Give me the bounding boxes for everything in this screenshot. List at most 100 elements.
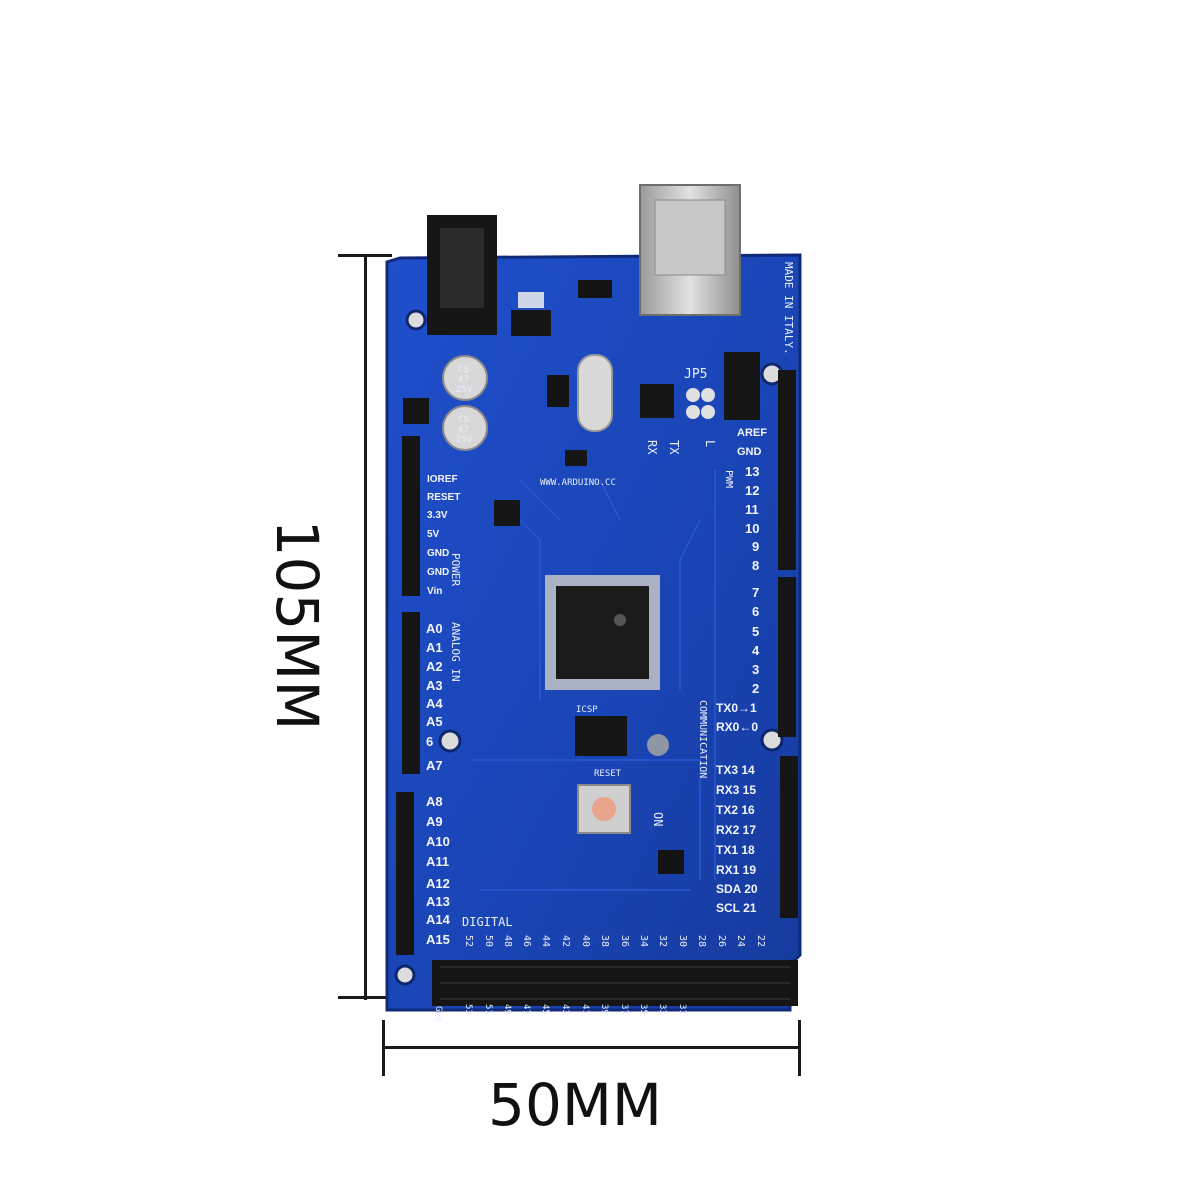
pin-label: 11	[745, 502, 759, 517]
communication-section-label: COMMUNICATION	[697, 700, 708, 778]
pin-label: 46	[521, 935, 532, 947]
electrolytic-capacitor: CS 47 25V	[442, 355, 488, 401]
analog-pin-labels: A0 A1 A2 A3 A4 A5 6 A7 A8 A9 A10 A11 A12…	[426, 621, 451, 947]
pwm-header-2	[778, 577, 796, 737]
pin-label: 41	[580, 1004, 590, 1015]
pin-label: A12	[426, 876, 450, 891]
pin-label: 24	[735, 935, 746, 947]
pin-label: A0	[426, 621, 443, 636]
pin-label: RESET	[427, 492, 460, 503]
pin-label: A7	[426, 758, 443, 773]
pin-label: 44	[540, 935, 551, 947]
reset-button-cap	[592, 797, 616, 821]
voltage-regulator	[511, 310, 551, 336]
power-section-label: POWER	[449, 553, 462, 586]
smd-component	[658, 850, 684, 874]
pin-label: Vin	[427, 586, 442, 597]
power-header	[402, 436, 420, 596]
capacitor-label: CS	[458, 365, 469, 375]
capacitor-label: 47	[458, 375, 469, 385]
atmega2560-chip	[545, 575, 660, 690]
jp5-label: JP5	[684, 367, 707, 382]
height-dimension-top-tick	[338, 254, 392, 257]
website-label: WWW.ARDUINO.CC	[540, 478, 616, 488]
jp5-pads	[686, 388, 715, 419]
icsp-usb-header	[724, 352, 760, 420]
l-led-label: L	[703, 440, 717, 447]
pin-label: A13	[426, 894, 450, 909]
pin-label: 4	[752, 643, 760, 658]
digital-top-pin-labels: 52 50 48 46 44 42 40 38 36 34 32 30 28 2…	[463, 935, 766, 947]
height-dimension-bottom-tick	[338, 996, 392, 999]
smd-component	[647, 734, 669, 756]
pwm-section-label: PWM	[723, 470, 734, 488]
dc-power-jack-inner	[440, 228, 484, 308]
pin-label: 6	[752, 604, 759, 619]
pin-label: 5	[752, 624, 759, 639]
digital-bottom-pin-labels: GND 53 51 49 47 45 43 41 39 37 35 33 31	[433, 1004, 687, 1022]
pin-label: 45	[540, 1004, 550, 1015]
usb-b-opening	[654, 199, 726, 276]
pin-label: AREF	[737, 427, 767, 439]
pin-label: A9	[426, 814, 443, 829]
power-pin-labels: IOREF RESET 3.3V 5V GND GND Vin	[427, 474, 460, 597]
pin-label: A3	[426, 678, 443, 693]
pin-label: 39	[599, 1004, 609, 1015]
mounting-hole	[438, 729, 462, 753]
pin-label: TX2 16	[716, 803, 755, 817]
pwm-header-1	[778, 370, 796, 570]
smd-fuse	[578, 280, 612, 298]
icsp-label: ICSP	[576, 705, 598, 715]
usb-interface-chip	[640, 384, 674, 418]
mounting-hole	[405, 309, 427, 331]
electrolytic-capacitor: CS 47 25V	[442, 405, 488, 451]
analog-header-1	[402, 612, 420, 774]
pin-label: 36	[619, 935, 630, 947]
pin-label: 30	[677, 935, 688, 947]
crystal-oscillator	[577, 354, 613, 432]
pin-label: 22	[755, 935, 766, 947]
pin-label: 47	[521, 1004, 531, 1015]
communication-header	[780, 756, 798, 918]
pin-label: A5	[426, 714, 443, 729]
pin-label: 37	[619, 1004, 629, 1015]
pin-label: A2	[426, 659, 443, 674]
pin-label: SCL 21	[716, 901, 757, 915]
pin-label: 40	[580, 935, 591, 947]
pin-label: TX3 14	[716, 763, 755, 777]
pcb-traces	[470, 470, 716, 891]
made-in-italy-label: MADE IN ITALY.	[782, 262, 795, 355]
pin-label: 8	[752, 558, 759, 573]
pin-label: RX1 19	[716, 863, 756, 877]
pin-label: 26	[716, 935, 727, 947]
reset-label: RESET	[594, 769, 622, 779]
pwm-pin-labels: AREF GND 13 12 11 10 9 8 7 6 5 4 3 2 TX0…	[716, 427, 767, 734]
pin-label: 34	[638, 935, 649, 947]
pin-label: 33	[657, 1004, 667, 1015]
capacitor-label: 47	[458, 425, 469, 435]
on-led-label: ON	[651, 812, 665, 826]
height-dimension-line	[364, 255, 367, 1000]
pin-label: IOREF	[427, 474, 458, 485]
pin-label: 3.3V	[427, 510, 448, 521]
pin-label: RX0←0	[716, 720, 758, 734]
pin-label: 7	[752, 585, 759, 600]
pin-label: 31	[677, 1004, 687, 1015]
capacitor-label: 25V	[456, 435, 473, 445]
icsp-header	[575, 716, 627, 756]
pin-label: 52	[463, 935, 474, 947]
rx-led-label: RX	[645, 440, 659, 455]
pin-label: 13	[745, 464, 759, 479]
pin-label: A4	[426, 696, 443, 711]
pin-label: TX0→1	[716, 701, 757, 715]
pin-label: A14	[426, 912, 451, 927]
smd-component	[494, 500, 520, 526]
pin-label: A10	[426, 834, 450, 849]
width-dimension-line	[384, 1046, 800, 1049]
analog-header-2	[396, 792, 414, 955]
pin-label: 38	[599, 935, 610, 947]
pin-label: GND	[737, 446, 762, 458]
pin-label: 9	[752, 539, 759, 554]
pin-label: 32	[657, 935, 668, 947]
pin-label: 3	[752, 662, 759, 677]
